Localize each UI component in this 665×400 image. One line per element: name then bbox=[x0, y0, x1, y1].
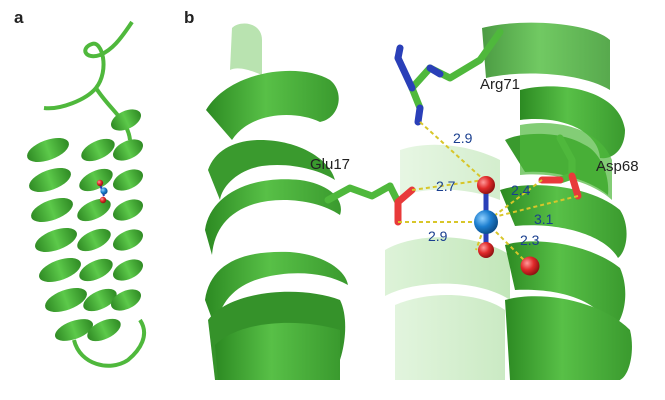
distance-label: 2.7 bbox=[436, 178, 455, 194]
panel-a-loop bbox=[44, 22, 132, 108]
panel-b-structure bbox=[205, 23, 632, 380]
distance-label: 3.1 bbox=[534, 211, 553, 227]
residue-label-arg71: Arg71 bbox=[480, 76, 520, 93]
residue-label-glu17: Glu17 bbox=[310, 156, 350, 173]
panel-label-b: b bbox=[184, 8, 194, 28]
residue-label-asp68: Asp68 bbox=[596, 158, 639, 175]
oxygen-atom-top bbox=[477, 176, 495, 194]
distance-label: 2.9 bbox=[453, 130, 472, 146]
distance-label: 2.9 bbox=[428, 228, 447, 244]
oxygen-atom-bottom bbox=[478, 242, 494, 258]
distance-label: 2.4 bbox=[511, 182, 530, 198]
metal-ion-sphere-icon bbox=[474, 210, 498, 234]
distance-label: 2.3 bbox=[520, 232, 539, 248]
water-sphere-icon bbox=[521, 257, 540, 276]
glu17-sidechain bbox=[328, 186, 412, 222]
panel-a-structure bbox=[24, 22, 146, 366]
panel-a-helix-right bbox=[108, 105, 147, 315]
background-helix-2 bbox=[395, 295, 505, 380]
panel-label-a: a bbox=[14, 8, 23, 28]
